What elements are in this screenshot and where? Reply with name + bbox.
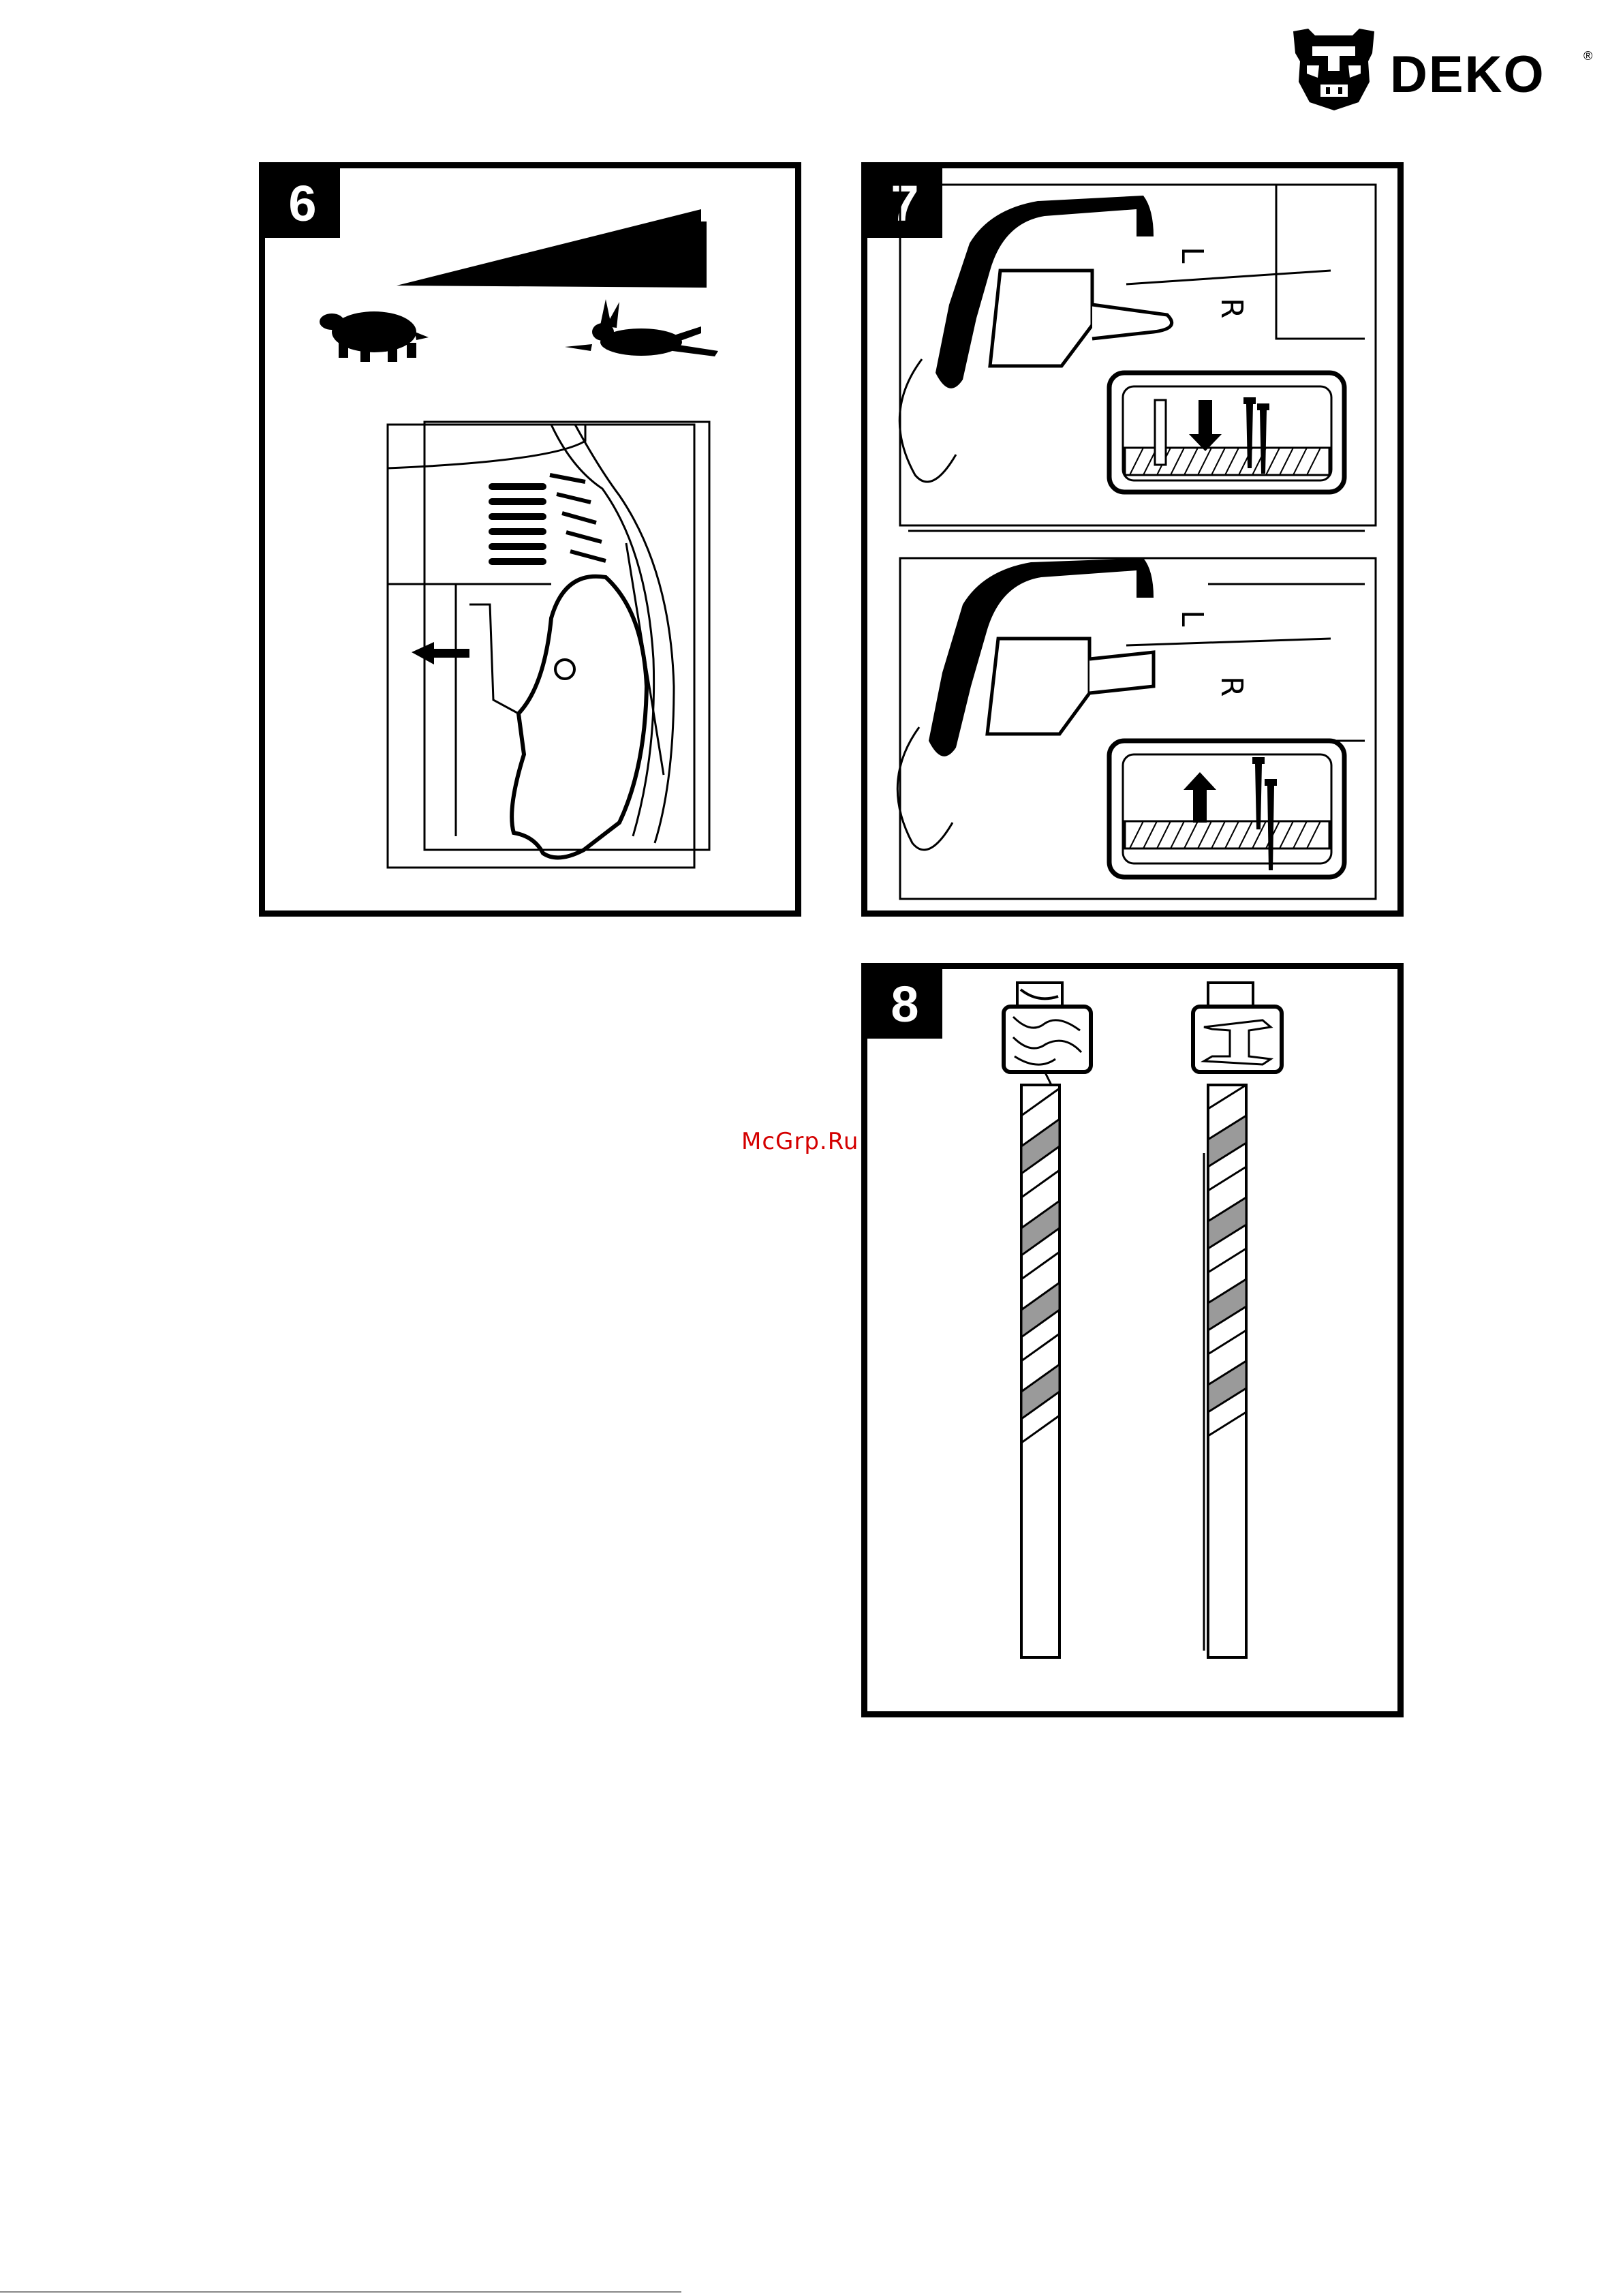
drill-vents (489, 483, 546, 565)
drill-bit-small-icon (1155, 400, 1166, 465)
reverse-switch-illustration: L R L R (867, 168, 1397, 910)
metal-drill-bit (1193, 983, 1282, 1657)
switch-forward-drawing: L R (899, 196, 1344, 492)
switch-label-r: R (1214, 298, 1249, 319)
drill-bits-illustration (867, 969, 1397, 1711)
footer-divider (0, 2291, 681, 2293)
rabbit-icon (565, 299, 718, 356)
switch-label-r-lower: R (1214, 676, 1249, 697)
deko-shield-icon (1288, 26, 1380, 113)
watermark-text[interactable]: McGrp.Ru (741, 1128, 859, 1155)
registered-mark: ® (1583, 49, 1592, 63)
push-arrow-icon (412, 642, 469, 664)
wood-drill-bit (1004, 983, 1091, 1657)
deko-logo: DEKO ® (1288, 26, 1588, 113)
switch-label-l-lower: L (1175, 610, 1209, 627)
figure-6-panel: 6 (259, 162, 801, 917)
drill-handle-drawing (388, 422, 709, 868)
figure-7-panel: 7 (861, 162, 1404, 917)
switch-reverse-drawing: L R (897, 558, 1344, 877)
switch-label-l: L (1175, 247, 1209, 264)
speed-trigger-illustration (265, 168, 795, 910)
turtle-icon (320, 311, 429, 362)
drill-side-grooves (550, 475, 606, 561)
brand-name: DEKO (1390, 49, 1545, 101)
figure-8-panel: 8 (861, 963, 1404, 1717)
speed-wedge-icon (397, 209, 707, 288)
